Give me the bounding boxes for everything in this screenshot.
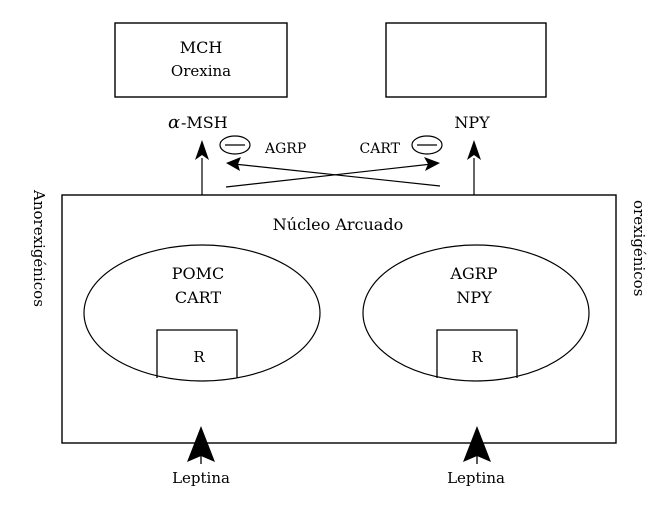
agrp-label: AGRP — [449, 264, 497, 283]
msh-text: -MSH — [181, 113, 228, 132]
cart-inhibitor-label: CART — [360, 141, 401, 157]
right-leptin-arrow — [463, 426, 491, 464]
alpha-msh-label: α -MSH — [168, 112, 228, 133]
agrp-npy-neuron: AGRP NPY R — [362, 244, 590, 382]
npy-label: NPY — [456, 288, 492, 307]
pomc-cart-neuron: POMC CART R — [83, 244, 321, 382]
cart-label: CART — [175, 288, 222, 307]
nucleo-arcuado-box: Núcleo Arcuado — [61, 194, 617, 444]
arrow-to-alpha-msh — [233, 163, 441, 187]
left-receptor-label: R — [193, 348, 205, 366]
anorexigenicos-label: Anorexigénicos — [30, 189, 48, 307]
pomc-label: POMC — [172, 264, 225, 283]
right-output-arrow — [467, 140, 481, 195]
right-receptor-label: R — [471, 348, 483, 366]
empty-top-right-box — [385, 22, 547, 98]
mch-orexina-box: MCH Orexina — [114, 22, 288, 98]
left-inhibition-icon — [219, 135, 251, 155]
orexigenicos-label: orexigénicos — [630, 200, 648, 296]
left-leptina-label: Leptina — [172, 469, 230, 487]
right-leptina-label: Leptina — [447, 469, 505, 487]
npy-output-label: NPY — [454, 113, 490, 132]
left-leptin-arrow — [187, 426, 215, 464]
right-inhibition-icon — [411, 135, 443, 155]
mch-label: MCH — [180, 38, 223, 57]
crossing-arrows — [225, 157, 441, 188]
orexina-label: Orexina — [171, 62, 231, 80]
nucleo-arcuado-title: Núcleo Arcuado — [273, 215, 403, 234]
agrp-inhibitor-label: AGRP — [264, 141, 306, 157]
arrow-to-npy — [225, 163, 433, 188]
alpha-symbol: α — [168, 112, 180, 133]
left-output-arrow — [195, 140, 209, 195]
